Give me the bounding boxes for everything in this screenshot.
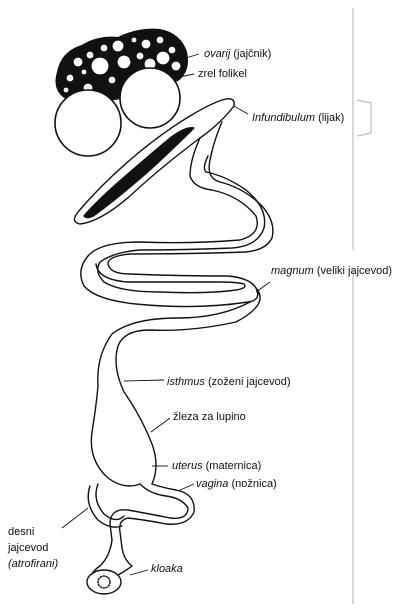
label-isthmus: isthmus (zoženi jajcevod) bbox=[167, 375, 291, 389]
leader-infundibulum bbox=[234, 106, 248, 114]
bracket-tick bbox=[357, 100, 371, 136]
label-infundibulum: Infundibulum (lijak) bbox=[252, 111, 344, 125]
label-isthmus-term: isthmus bbox=[167, 376, 205, 388]
label-infundibulum-term: Infundibulum bbox=[252, 112, 315, 124]
leader-vagina bbox=[178, 484, 194, 491]
label-isthmus-note: (zoženi jajcevod) bbox=[208, 376, 291, 388]
label-right-oviduct-line1: desni bbox=[8, 524, 58, 540]
vagina-right-wall bbox=[120, 484, 195, 566]
cloaca-right-connector bbox=[118, 566, 132, 575]
leader-ovary bbox=[186, 54, 199, 58]
label-infundibulum-note: (lijak) bbox=[318, 112, 344, 124]
label-uterus-note: (maternica) bbox=[206, 460, 262, 472]
leader-cloaca bbox=[130, 570, 148, 575]
label-ovary: ovarij (jajčnik) bbox=[204, 47, 271, 61]
label-right-oviduct-line3-text: (atrofirani) bbox=[8, 558, 58, 570]
label-follicle: zrel folikel bbox=[198, 67, 247, 81]
right-oviduct-stub bbox=[96, 484, 124, 520]
cloaca-opening bbox=[98, 576, 110, 588]
label-magnum-note: (veliki jajcevod) bbox=[317, 265, 392, 277]
section-brackets bbox=[353, 8, 371, 604]
ovary bbox=[55, 30, 187, 156]
label-vagina: vagina (nožnica) bbox=[196, 477, 277, 491]
oviduct bbox=[74, 99, 272, 594]
label-shell-gland-text: žleza za lupino bbox=[173, 411, 246, 423]
label-follicle-text: zrel folikel bbox=[198, 68, 247, 80]
label-right-oviduct-line2: jajcevod bbox=[8, 540, 58, 556]
label-cloaca-term: kloaka bbox=[151, 563, 183, 575]
leader-isthmus bbox=[124, 380, 164, 381]
magnum-inner-wall bbox=[96, 156, 265, 293]
leader-shell-gland bbox=[151, 418, 170, 432]
leader-right-oviduct bbox=[62, 508, 88, 528]
label-cloaca: kloaka bbox=[151, 562, 183, 576]
right-oviduct-stub-outer bbox=[88, 486, 122, 527]
label-magnum: magnum (veliki jajcevod) bbox=[271, 264, 392, 278]
label-right-oviduct: desni jajcevod (atrofirani) bbox=[8, 524, 58, 572]
label-ovary-term: ovarij bbox=[204, 48, 230, 60]
leader-magnum bbox=[256, 282, 270, 292]
label-vagina-term: vagina bbox=[196, 478, 228, 490]
label-uterus: uterus (maternica) bbox=[172, 459, 261, 473]
vagina-left-wall bbox=[100, 484, 188, 566]
label-ovary-note: (jajčnik) bbox=[233, 48, 271, 60]
label-vagina-note: (nožnica) bbox=[231, 478, 276, 490]
label-right-oviduct-line3: (atrofirani) bbox=[8, 556, 58, 572]
label-magnum-term: magnum bbox=[271, 265, 314, 277]
label-uterus-term: uterus bbox=[172, 460, 203, 472]
label-shell-gland: žleza za lupino bbox=[173, 410, 246, 424]
